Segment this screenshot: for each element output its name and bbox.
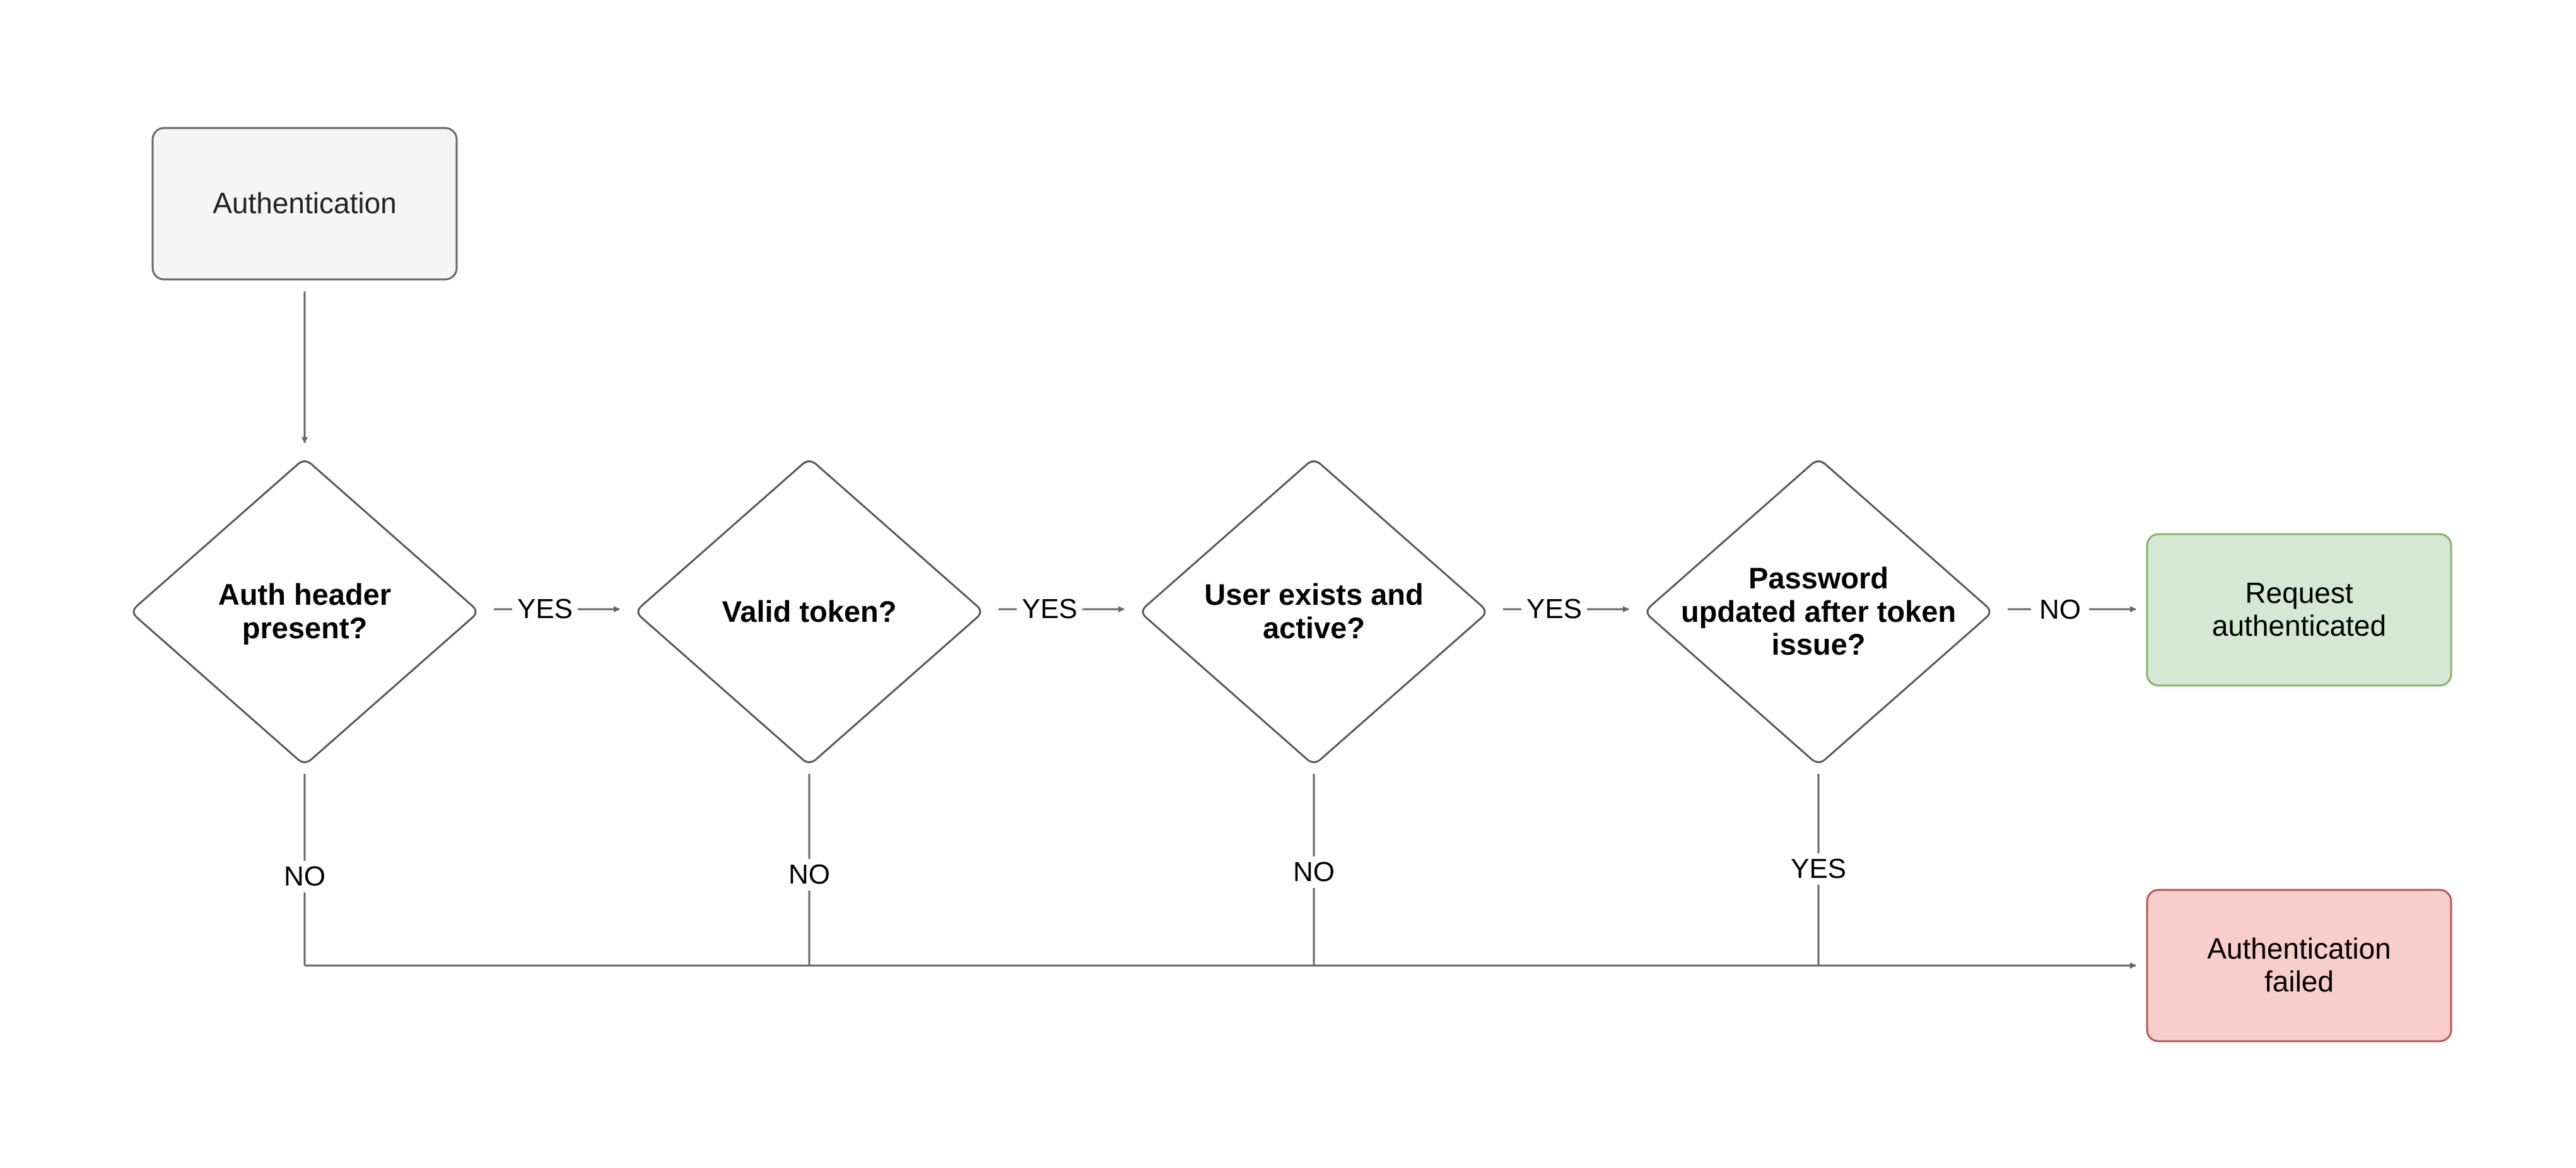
edge-label-token-yes: YES — [1017, 594, 1082, 624]
edge-label-token-no: NO — [780, 859, 838, 891]
decision-auth-header-label: Auth header present? — [218, 578, 392, 645]
edge-label-password-yes: YES — [1784, 853, 1853, 885]
edge-label-header-yes: YES — [512, 594, 578, 624]
edge-label-password-no: NO — [2031, 595, 2089, 625]
decision-password-updated-label: Password updated after token issue? — [1680, 561, 1957, 662]
decision-auth-header-shape[interactable] — [132, 460, 477, 763]
start-node-label: Authentication — [213, 187, 397, 220]
decision-password-updated-shape[interactable] — [1646, 460, 1991, 763]
decision-valid-token-shape[interactable] — [637, 460, 981, 763]
failure-node-shape[interactable] — [2146, 889, 2452, 1042]
decision-user-active-label: User exists and active? — [1204, 578, 1424, 645]
edge-label-user-no: NO — [1285, 856, 1343, 888]
success-node-label: Request authenticated — [2211, 576, 2387, 642]
decision-user-active-shape[interactable] — [1142, 460, 1486, 763]
success-node-shape[interactable] — [2146, 533, 2452, 687]
start-node-shape[interactable] — [151, 127, 458, 281]
failure-node-label: Authentication failed — [2207, 932, 2391, 998]
edge-label-header-no: NO — [276, 861, 334, 892]
edge-label-user-yes: YES — [1521, 594, 1587, 624]
decision-valid-token-label: Valid token? — [722, 594, 897, 628]
